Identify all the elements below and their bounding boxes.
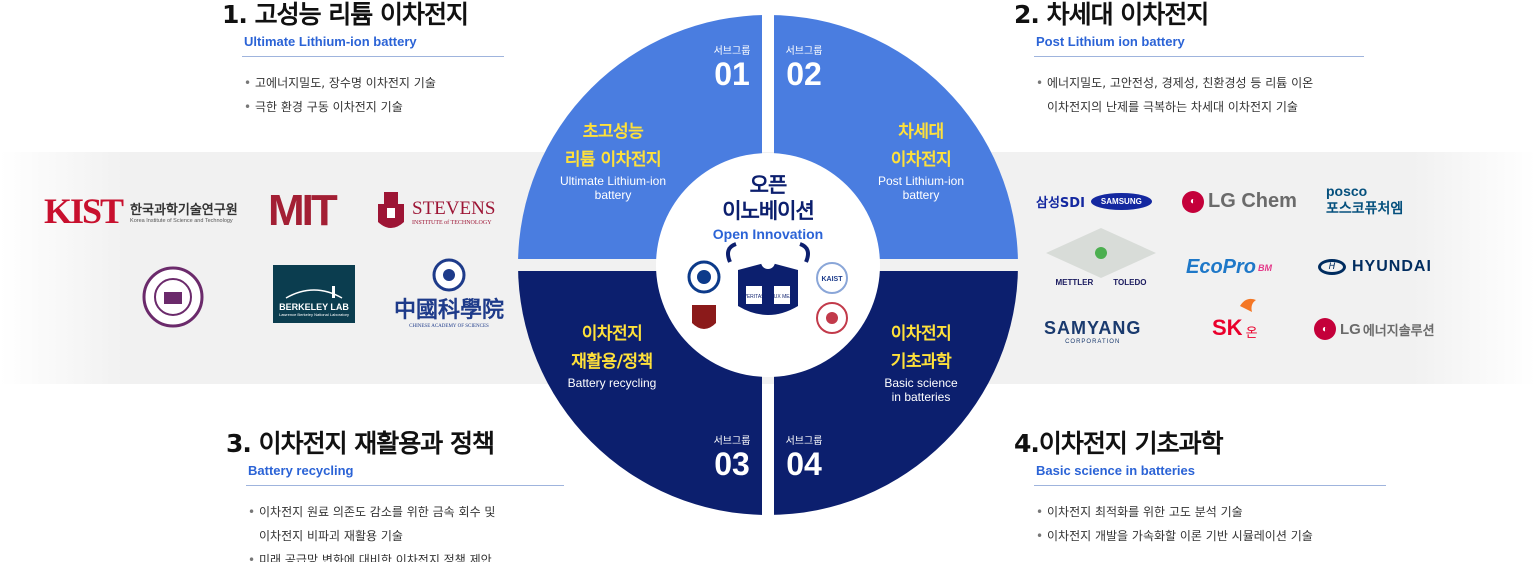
stevens-logo: STEVENS INSTITUTE of TECHNOLOGY [376,190,495,234]
korea-univ-seal-icon [692,305,716,329]
subgroup-04-number: 서브그룹 04 [785,436,823,482]
bullet-dot-icon: • [244,100,252,114]
quadrant-02-label: 차세대 이차전지 Post Lithium-ion battery [877,122,965,202]
sk-on-logo: SK 온 [1212,298,1258,341]
group-1-description: 1. 고성능 리튬 이차전지 Ultimate Lithium-ion batt… [222,0,504,119]
hyundai-logo: H HYUNDAI [1318,258,1432,276]
berkeley-building-icon [285,286,343,299]
seal-motto-right: LUX MEA [771,294,794,300]
posco-futurem-logo: posco 포스코퓨처엠 [1326,183,1404,217]
bullet-item: •미래 공급망 변화에 대비한 이차전지 정책 제안 [248,548,564,562]
samsung-sdi-logo: 삼성SDI SAMSUNG [1036,192,1152,211]
group-3-divider [246,485,564,486]
lg-face-icon: ◐ [1314,318,1336,340]
bullet-continuation: 이차전지 비파괴 재활용 기술 [259,529,403,543]
bullet-dot-icon: • [1036,505,1044,519]
group-4-subtitle: Basic science in batteries [1036,463,1195,478]
bullet-dot-icon: • [248,505,256,519]
group-3-description: 3. 이차전지 재활용과 정책 Battery recycling •이차전지 … [226,424,564,562]
kist-logo: KIST 한국과학기술연구원 Korea Institute of Scienc… [44,191,238,231]
subgroup-01-number: 서브그룹 01 [713,46,751,92]
quadrant-03-label: 이차전지 재활용/정책 Battery recycling [567,324,657,390]
quadrant-04-label: 이차전지 기초과학 Basic science in batteries [884,324,958,404]
group-3-subtitle: Battery recycling [248,463,354,478]
kaist-label: KAIST [822,276,844,283]
bullet-item: •이차전지 최적화를 위한 고도 분석 기술 [1036,500,1386,524]
group-4-description: 4.이차전지 기초과학 Basic science in batteries •… [1014,424,1386,548]
bullet-item: •고에너지밀도, 장수명 이차전지 기술 [244,71,504,95]
samyang-logo: SAMYANG CORPORATION [1044,318,1142,345]
lg-energy-solution-logo: ◐ LG 에너지솔루션 [1314,318,1435,340]
bullet-dot-icon: • [248,553,256,562]
stevens-castle-icon [378,192,404,228]
bullet-continuation: 이차전지의 난제를 극복하는 차세대 이차전지 기술 [1047,100,1298,114]
group-1-divider [242,56,504,57]
group-1-bullets: •고에너지밀도, 장수명 이차전지 기술 •극한 환경 구동 이차전지 기술 [244,71,504,119]
mit-logo: MIT [268,186,338,235]
cas-emblem-icon [432,258,466,292]
bullet-item: •극한 환경 구동 이차전지 기술 [244,95,504,119]
center-title-line1: 오픈 [749,173,788,197]
bullet-dot-icon: • [1036,76,1044,90]
group-2-bullets: •에너지밀도, 고안전성, 경제성, 친환경성 등 리튬 이온 이차전지의 난제… [1036,71,1364,119]
bullet-dot-icon: • [244,76,252,90]
group-4-divider [1034,485,1386,486]
group-2-divider [1034,56,1364,57]
group-3-bullets: •이차전지 원료 의존도 감소를 위한 금속 회수 및 이차전지 비파괴 재활용… [248,500,564,562]
group-2-subtitle: Post Lithium ion battery [1036,34,1185,49]
group-4-bullets: •이차전지 최적화를 위한 고도 분석 기술 •이차전지 개발을 가속화할 이론… [1036,500,1386,548]
kaist-seal-icon [816,262,848,294]
berkeley-lab-logo: BERKELEY LAB Lawrence Berkeley National … [273,265,355,323]
center-title-line2: 이노베이션 [722,199,815,223]
group-1-subtitle: Ultimate Lithium-ion battery [244,34,417,49]
subgroup-02-number: 서브그룹 02 [785,46,823,92]
lg-chem-logo: ◐ LG Chem [1182,190,1297,213]
bullet-item: •이차전지 원료 의존도 감소를 위한 금속 회수 및 [248,500,564,524]
group-1-title: 1. 고성능 리튬 이차전지 [222,0,469,29]
hyundai-h-icon: H [1318,259,1346,275]
center-university-seal-icon [726,242,810,315]
mettler-star-icon [1046,228,1156,278]
subgroup-circle-diagram: VERITAS LUX MEA KAIST [518,15,1018,515]
bullet-dot-icon: • [1036,529,1044,543]
group-3-title: 3. 이차전지 재활용과 정책 [226,429,495,458]
group-2-description: 2. 차세대 이차전지 Post Lithium ion battery •에너… [1014,0,1364,119]
group-4-title: 4.이차전지 기초과학 [1014,429,1224,458]
bullet-item: •이차전지 개발을 가속화할 이론 기반 시뮬레이션 기술 [1036,524,1386,548]
subgroup-03-number: 서브그룹 03 [713,436,751,482]
seal-motto-left: VERITAS [743,294,765,300]
cas-logo: 中國科學院 CHINESE ACADEMY OF SCIENCES [394,258,504,329]
lg-face-icon: ◐ [1182,190,1204,213]
bullet-item: •에너지밀도, 고안전성, 경제성, 친환경성 등 리튬 이온 [1036,71,1364,95]
nanjing-univ-seal-icon [142,266,204,328]
center-title: 오픈 이노베이션 Open Innovation [683,172,853,242]
group-2-title: 2. 차세대 이차전지 [1014,0,1209,29]
sk-butterfly-icon [1240,298,1256,312]
center-title-en: Open Innovation [712,226,824,242]
quadrant-01-label: 초고성능 리튬 이차전지 Ultimate Lithium-ion batter… [559,122,667,202]
